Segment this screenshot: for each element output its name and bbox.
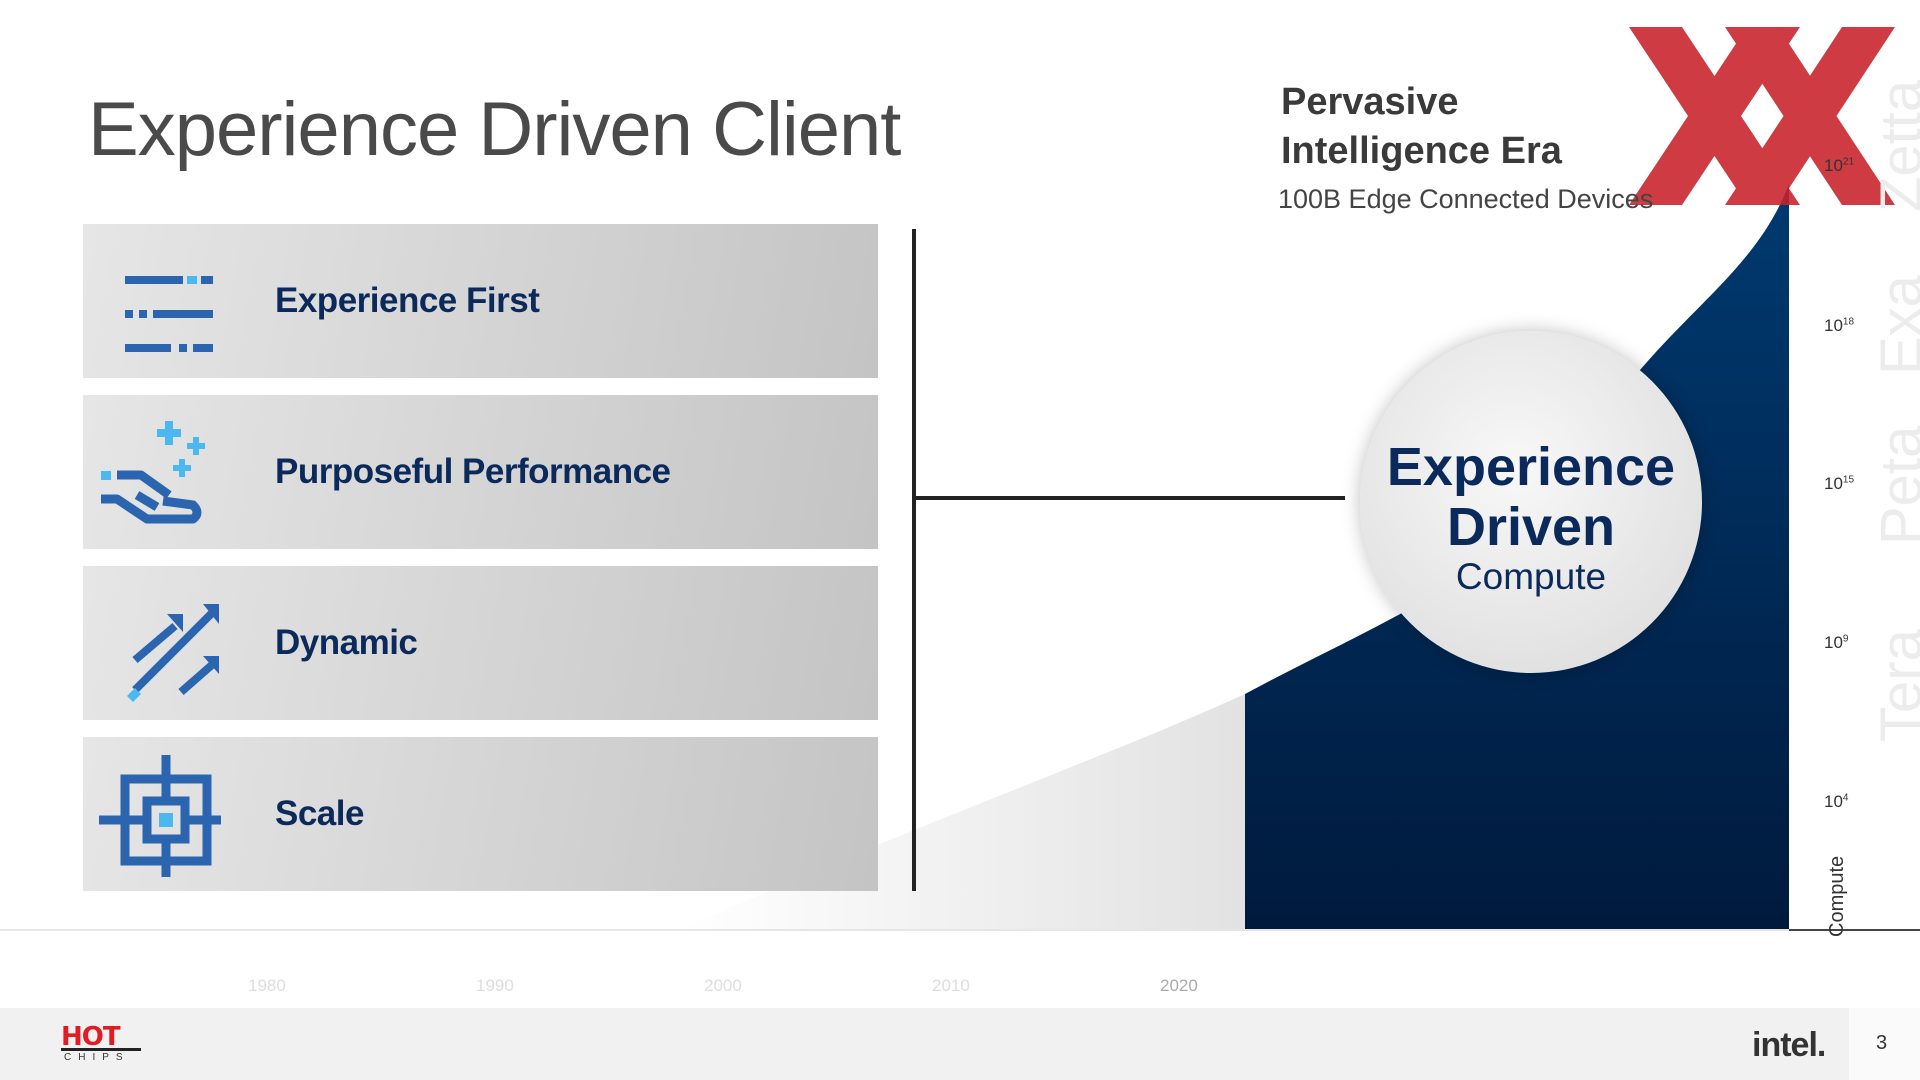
y-tick: 1021	[1824, 156, 1855, 175]
pillar-label: Dynamic	[275, 623, 418, 662]
hot-chips-logo-bar	[61, 1048, 141, 1051]
era-subtitle: 100B Edge Connected Devices	[1278, 184, 1654, 214]
badge-line1: Experience	[1386, 437, 1676, 497]
pillar-experience-first: Experience First	[83, 224, 878, 378]
page-number: 3	[1876, 1032, 1888, 1054]
y-tick: 104	[1824, 792, 1849, 811]
page-number-box	[1849, 1008, 1920, 1080]
x-tick: 1990	[476, 976, 514, 995]
pillar-label: Scale	[275, 794, 364, 833]
unit-label: Zetta	[1869, 79, 1920, 212]
unit-label: Tera	[1869, 629, 1920, 742]
connector-line	[914, 496, 1345, 500]
era-line1: Pervasive	[1281, 81, 1459, 123]
list-lines-icon	[125, 276, 213, 352]
era-heading: Pervasive Intelligence Era	[1281, 78, 1562, 176]
hot-chips-logo-sub: CHIPS	[64, 1052, 130, 1063]
era-line2: Intelligence Era	[1281, 130, 1562, 172]
arrows-up-right-icon	[127, 604, 219, 702]
pillar-scale: Scale	[83, 737, 878, 891]
hot-chips-logo: HOT	[61, 1022, 121, 1052]
y-tick: 109	[1824, 633, 1849, 652]
footer	[0, 1008, 1849, 1080]
unit-label: Peta	[1869, 425, 1920, 545]
x-tick: 2010	[932, 976, 970, 995]
y-tick: 1015	[1824, 474, 1855, 493]
xx-logo	[1629, 27, 1895, 205]
pillar-label: Purposeful Performance	[275, 452, 671, 491]
experience-driven-compute-badge: Experience Driven Compute	[1360, 331, 1702, 673]
badge-line3: Compute	[1455, 556, 1607, 597]
vertical-divider	[912, 229, 916, 891]
badge-line2: Driven	[1446, 497, 1616, 557]
y-axis-label: Compute	[1826, 855, 1848, 937]
pillar-label: Experience First	[275, 281, 540, 320]
x-tick: 1980	[248, 976, 286, 995]
pillar-purposeful-performance: Purposeful Performance	[83, 395, 878, 549]
unit-label: Exa	[1869, 275, 1920, 375]
y-tick: 1018	[1824, 316, 1855, 335]
pillar-dynamic: Dynamic	[83, 566, 878, 720]
slide-title: Experience Driven Client	[88, 87, 901, 172]
intel-logo: intel.	[1752, 1026, 1826, 1064]
target-grid-icon	[99, 755, 221, 877]
hand-sparkle-icon	[101, 421, 205, 524]
x-tick: 2000	[704, 976, 742, 995]
x-tick: 2020	[1160, 976, 1198, 995]
